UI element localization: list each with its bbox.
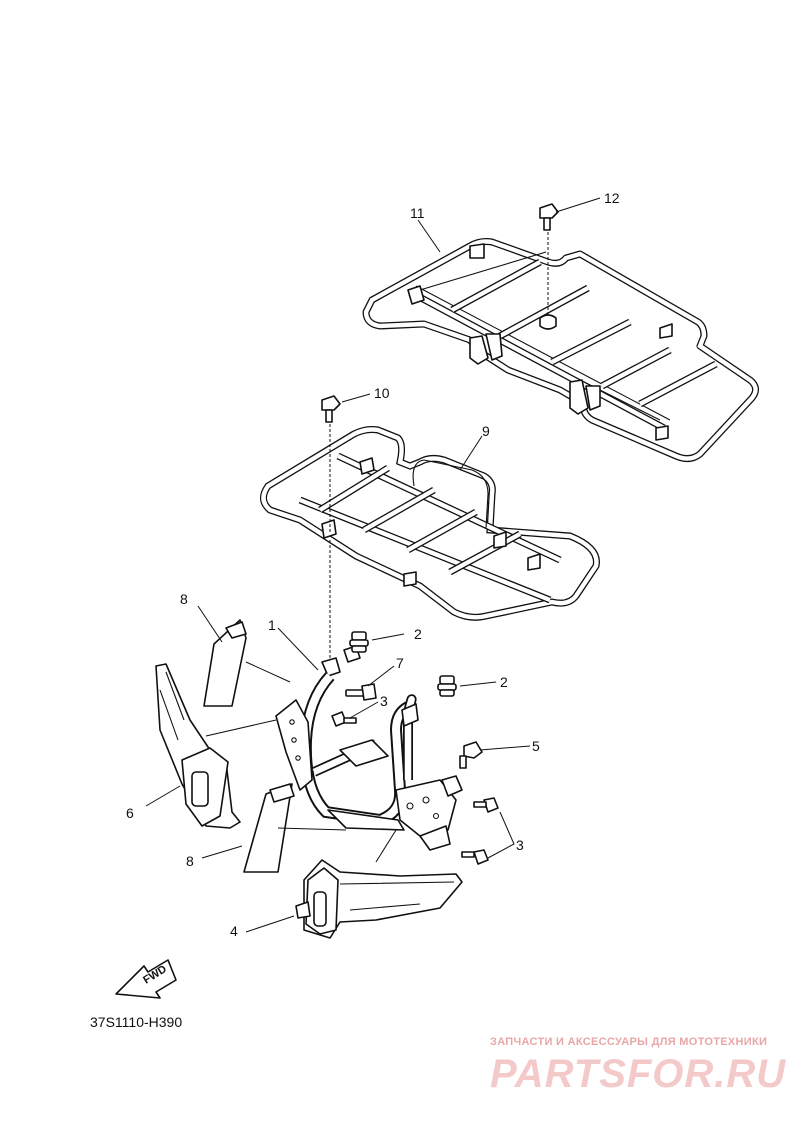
screw-3c: [461, 849, 489, 865]
guard-6: [155, 663, 241, 829]
callout-1: 1: [268, 617, 276, 633]
callout-labels: 11 12 10 9 8 1 2 7 2 3 5 6 3 8 4: [126, 190, 620, 939]
callout-9: 9: [482, 423, 490, 439]
pad-8b: [243, 783, 295, 873]
leader-lines: [145, 197, 601, 933]
callout-2b: 2: [500, 674, 508, 690]
fwd-arrow-icon: FWD: [115, 959, 177, 999]
screw-3b: [473, 797, 499, 813]
callout-8b: 8: [186, 853, 194, 869]
diagram-code: 37S1110-H390: [90, 1014, 183, 1030]
callout-4: 4: [230, 923, 238, 939]
rear-carrier: [362, 238, 759, 463]
callout-6: 6: [126, 805, 134, 821]
callout-7: 7: [396, 655, 404, 671]
callout-3a: 3: [380, 693, 388, 709]
screw-3a: [331, 711, 357, 727]
bolt-7: [345, 683, 377, 701]
callout-2a: 2: [414, 626, 422, 642]
bolt-5: [441, 741, 483, 797]
callout-5: 5: [532, 738, 540, 754]
front-carrier: [260, 426, 600, 621]
callout-12: 12: [604, 190, 620, 206]
bolt-12: [539, 203, 559, 316]
watermark-brand: PARTSFOR.RU: [490, 1052, 787, 1096]
callout-8a: 8: [180, 591, 188, 607]
grommet-2a: [349, 631, 369, 653]
watermark-tagline: ЗАПЧАСТИ И АКСЕССУАРЫ ДЛЯ МОТОТЕХНИКИ: [490, 1036, 768, 1048]
callout-3b: 3: [516, 837, 524, 853]
bolt-10: [321, 395, 341, 662]
guard-4: [295, 859, 463, 939]
pad-8a: [203, 619, 247, 707]
callout-10: 10: [374, 385, 390, 401]
bracket-frame: [275, 645, 457, 851]
callout-11: 11: [410, 205, 425, 221]
grommet-2b: [437, 675, 457, 697]
